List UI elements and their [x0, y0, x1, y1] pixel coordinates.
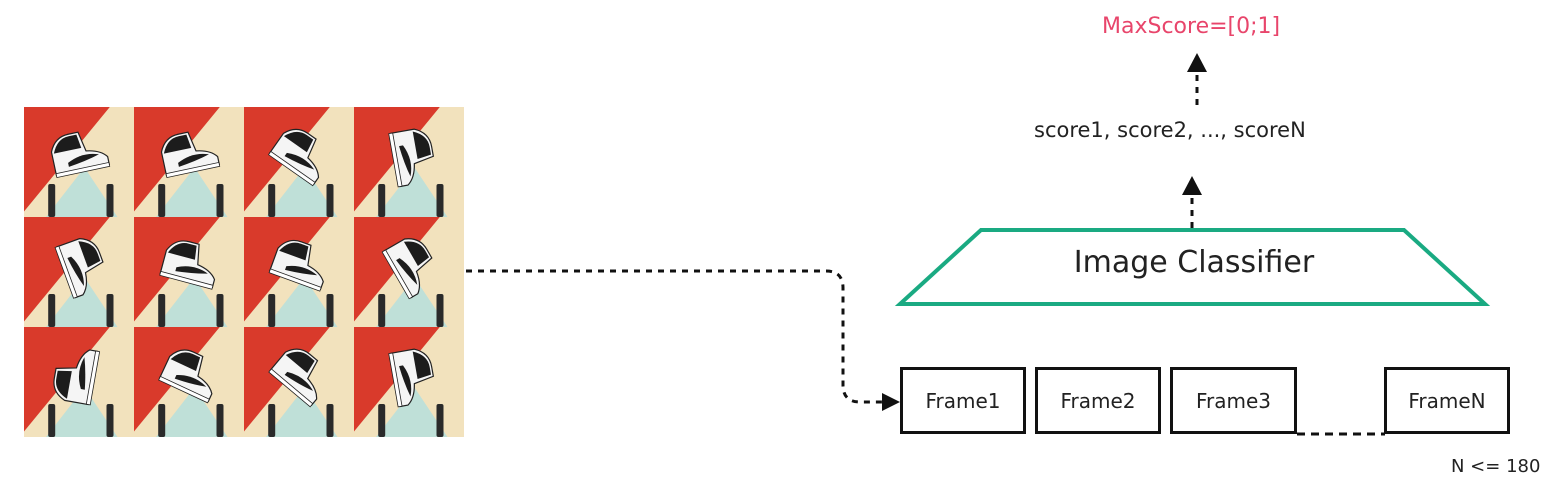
scores-arrowhead-icon: [1182, 176, 1202, 195]
n-limit-label: N <= 180: [1451, 456, 1541, 477]
sneaker-photo-icon: [267, 128, 320, 187]
sneaker-photo-icon: [54, 238, 104, 299]
frame-box-3: Frame3: [1170, 367, 1297, 434]
sneaker-photo-icon: [160, 131, 221, 179]
frame-box-2: Frame2: [1035, 367, 1161, 434]
frame-label: Frame1: [925, 388, 1001, 413]
sneaker-frame-tile: [244, 327, 354, 437]
frame-label: FrameN: [1408, 388, 1486, 413]
sneaker-frame-tile: [244, 107, 354, 217]
max-score-arrowhead-icon: [1187, 53, 1207, 72]
frame-label: Frame3: [1195, 388, 1272, 413]
sneaker-photo-icon: [268, 239, 324, 292]
sneaker-frame-tile: [134, 217, 244, 327]
frame-box-1: Frame1: [900, 367, 1026, 434]
sneaker-photo-icon: [50, 131, 111, 179]
sneaker-frame-tile: [134, 327, 244, 437]
max-score-label: MaxScore=[0;1]: [1102, 14, 1281, 39]
sneaker-photo-icon: [388, 128, 435, 188]
sneaker-frame-tile: [134, 107, 244, 217]
scores-label: score1, score2, ..., scoreN: [1034, 118, 1306, 142]
sneaker-frame-tile: [354, 107, 464, 217]
sneaker-frame-tile: [24, 107, 134, 217]
sneaker-photo-icon: [53, 349, 101, 406]
sneaker-photo-icon: [158, 349, 213, 404]
sneaker-frame-tile: [244, 217, 354, 327]
sneaker-frame-tile: [354, 217, 464, 327]
classifier-trapezoid: [894, 228, 1491, 306]
sneaker-photo-icon: [388, 348, 435, 408]
sneaker-frame-tile: [24, 217, 134, 327]
sneaker-photo-icon: [268, 348, 319, 408]
image-classifier-label: Image Classifier: [1073, 245, 1315, 280]
frame-box-n: FrameN: [1384, 367, 1510, 434]
sneaker-photo-icon: [159, 240, 216, 290]
frame1-arrowhead-icon: [882, 393, 900, 411]
frame-label: Frame2: [1060, 388, 1136, 413]
video-frame-grid: [24, 107, 464, 437]
sneaker-photo-icon: [381, 238, 433, 300]
grid-to-frames-connector: [466, 269, 883, 404]
sneaker-frame-tile: [24, 327, 134, 437]
sneaker-frame-tile: [354, 327, 464, 437]
